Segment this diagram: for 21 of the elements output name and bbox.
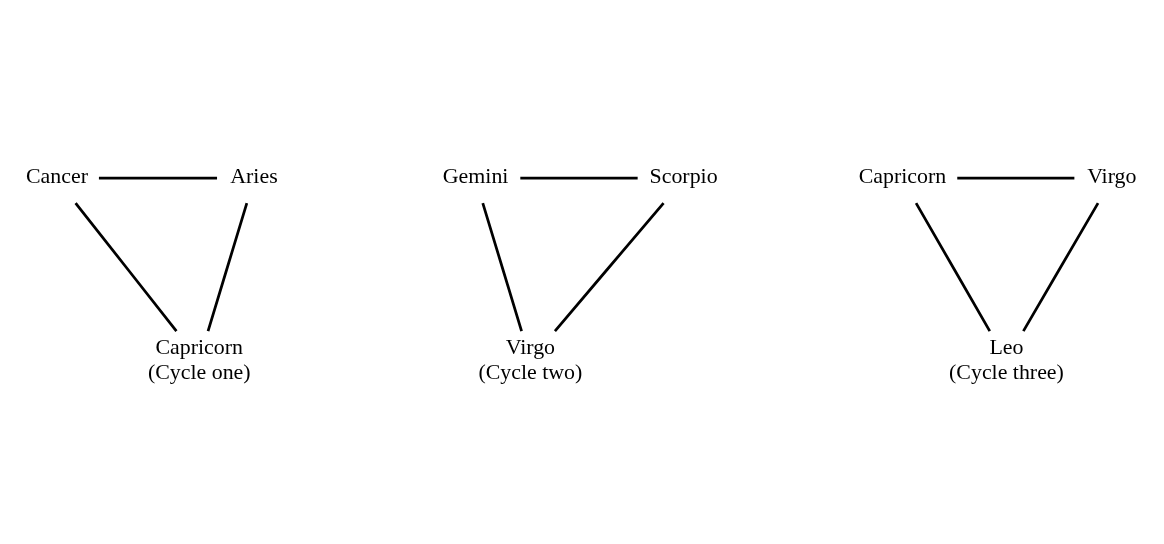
node-text: Scorpio	[649, 162, 718, 188]
node-text: Aries	[230, 162, 278, 188]
connector	[206, 202, 249, 331]
node-label: (Cycle three)	[949, 358, 1064, 384]
connector	[957, 176, 1075, 179]
connector	[481, 202, 523, 331]
connector	[553, 201, 665, 332]
node-text: Cancer	[26, 162, 88, 188]
node-text: Virgo	[505, 333, 556, 359]
node-text: Virgo	[1087, 162, 1137, 188]
node-text: Capricorn	[155, 333, 243, 359]
connector	[74, 201, 178, 332]
connector	[520, 176, 638, 179]
connector	[914, 201, 991, 332]
node-label: (Cycle two)	[478, 358, 583, 384]
node-text: Leo	[989, 333, 1024, 359]
connector	[98, 176, 218, 179]
connector	[1022, 201, 1100, 332]
node-text: Capricorn	[858, 162, 947, 188]
node-text: Gemini	[442, 162, 509, 188]
node-label: (Cycle one)	[147, 358, 251, 384]
